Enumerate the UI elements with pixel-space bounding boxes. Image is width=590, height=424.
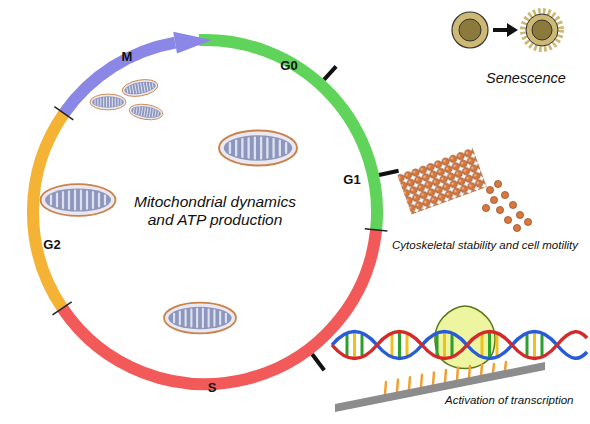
mitochondrion	[90, 94, 126, 110]
phase-label: M	[122, 50, 133, 65]
base-pair	[353, 332, 356, 358]
mitochondrion	[219, 130, 297, 165]
base-pair	[533, 332, 536, 358]
phase-divider	[54, 107, 73, 120]
outcome-label: Activation of transcription	[445, 394, 573, 407]
outcome-label: Cytoskeletal stability and cell motility	[392, 239, 578, 252]
tail-mark	[433, 372, 434, 384]
healthy-cell	[452, 12, 488, 48]
tail-mark	[385, 382, 386, 394]
tubulin-dimer	[516, 211, 523, 218]
senescent-cell	[526, 14, 558, 46]
base-pair	[541, 335, 544, 355]
tail-mark	[445, 370, 446, 382]
free-tubulin	[482, 180, 531, 231]
tubulin-dimer	[490, 196, 497, 203]
base-pair	[398, 332, 401, 358]
base-pair	[526, 335, 529, 355]
dna-strand	[332, 332, 587, 359]
tubulin-dimer	[513, 224, 520, 231]
phase-divider	[53, 302, 72, 315]
microtubule-lattice	[397, 148, 487, 215]
tubulin-dimer	[482, 204, 489, 211]
base-pair	[496, 335, 499, 355]
mitochondrion	[41, 184, 116, 216]
tail-mark	[469, 366, 470, 377]
base-pair	[391, 335, 394, 355]
outcome-label: Senescence	[486, 70, 566, 87]
tubulin-dimer	[486, 186, 493, 193]
base-pair	[451, 335, 454, 355]
tail-mark	[481, 365, 482, 375]
mitochondrion	[164, 303, 236, 334]
mitochondrion	[121, 77, 159, 99]
arrow-shaft	[493, 28, 509, 32]
tail-mark	[457, 368, 458, 380]
cell-nucleus	[532, 20, 552, 40]
phase-label: G1	[343, 173, 360, 188]
tail-mark	[493, 364, 494, 372]
cell-nucleus	[459, 19, 481, 41]
tick-mark	[324, 66, 336, 79]
phase-label: S	[208, 381, 217, 396]
tubulin-dimer	[524, 218, 531, 225]
tubulin-dimer	[504, 216, 511, 223]
base-pair	[406, 335, 409, 355]
phase-label: G0	[280, 59, 297, 74]
base-pair	[361, 335, 364, 355]
tail-mark	[505, 362, 506, 370]
mitochondrion	[128, 102, 164, 122]
tail-mark	[409, 377, 410, 389]
cell-spikes	[523, 11, 561, 49]
tubulin-dimer	[509, 201, 516, 208]
base-pair	[346, 335, 349, 355]
base-pair	[436, 335, 439, 355]
tubulin-dimer	[494, 180, 501, 187]
center-label: Mitochondrial dynamics and ATP productio…	[129, 193, 301, 229]
tubulin-dimer	[501, 191, 508, 198]
tick-mark	[312, 354, 324, 370]
arrow-head	[507, 23, 518, 37]
tail-mark	[421, 375, 422, 387]
base-pair	[481, 335, 484, 355]
phase-divider	[365, 229, 388, 231]
tubulin-dimer	[496, 206, 503, 213]
s-arc	[62, 230, 376, 384]
tail-mark	[397, 380, 398, 392]
base-pair	[443, 332, 446, 358]
phase-label: G2	[43, 238, 60, 253]
base-pair	[488, 332, 491, 358]
m-arc	[64, 43, 175, 114]
m-arrowhead	[173, 32, 212, 54]
tick-mark	[379, 171, 399, 175]
dna-strand	[332, 332, 587, 359]
